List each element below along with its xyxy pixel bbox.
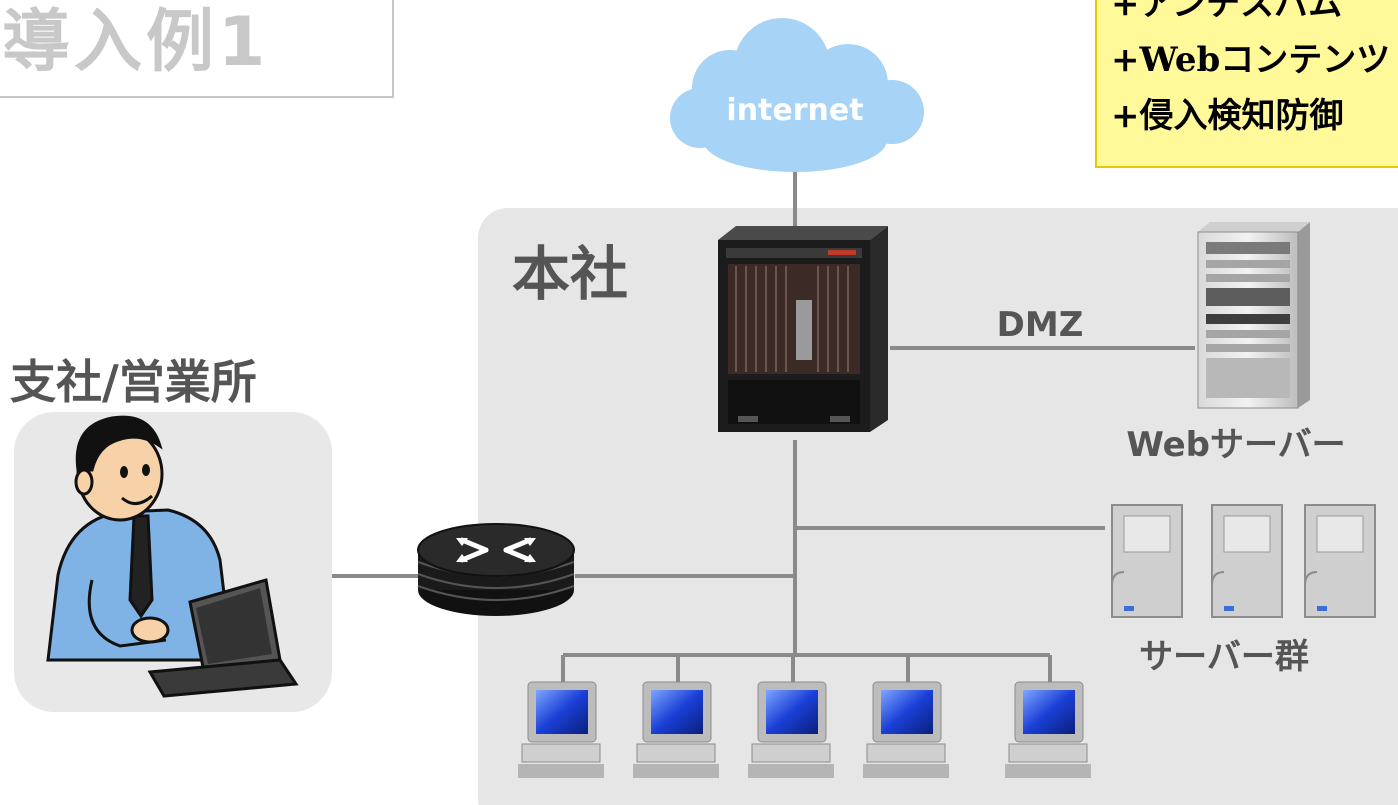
network-links [332, 170, 1195, 682]
feature-item-antispam: +アンチスパム [1111, 0, 1343, 24]
feature-item-web-content: +Webコンテンツ [1111, 40, 1391, 80]
branch-label: 支社/営業所 [10, 355, 257, 409]
tower-server-icon [1197, 222, 1310, 409]
cloud-icon [670, 18, 924, 172]
headquarters-label: 本社 [512, 240, 628, 308]
dmz-label: DMZ [997, 305, 1084, 345]
businessman-laptop-icon [46, 415, 299, 698]
server-group-label: サーバー群 [1139, 637, 1309, 677]
firewall-appliance-icon [718, 226, 888, 432]
feature-item-ips: +侵入検知防御 [1111, 96, 1344, 136]
title-box: 導入例1 [0, 0, 394, 98]
desktop-pc-icon [518, 681, 1091, 778]
page-title: 導入例1 [2, 3, 270, 82]
feature-callout: +アンチスパム +Webコンテンツ +侵入検知防御 [1095, 0, 1398, 168]
web-server-label: Webサーバー [1126, 425, 1345, 465]
server-icon [1111, 504, 1376, 618]
router-icon [417, 523, 575, 616]
internet-label: internet [726, 93, 863, 128]
